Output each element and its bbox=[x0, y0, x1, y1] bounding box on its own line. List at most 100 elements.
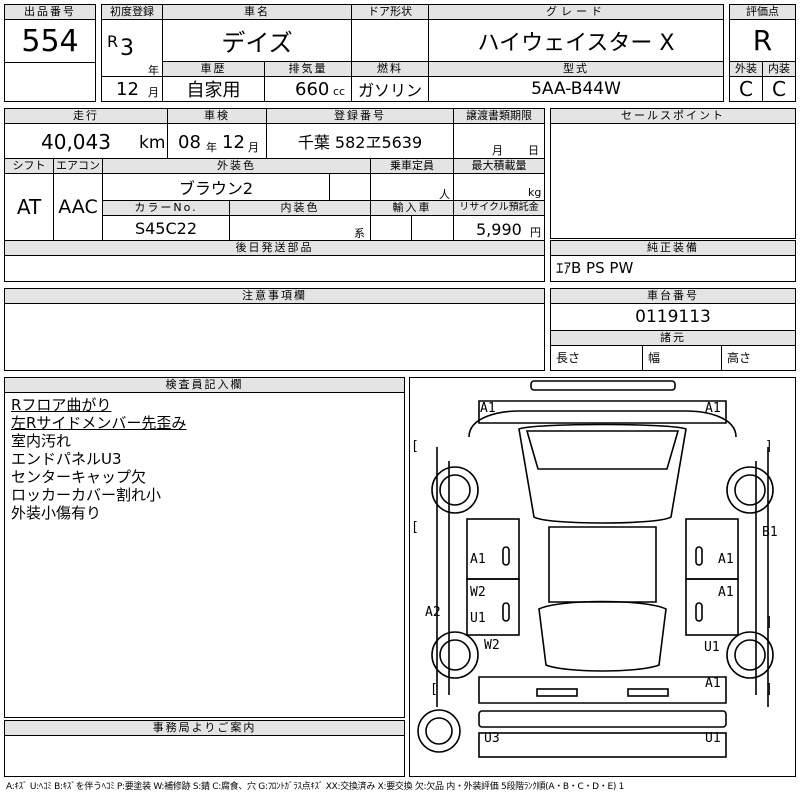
lot-blank bbox=[4, 62, 96, 102]
cabin-shape bbox=[518, 423, 687, 524]
door-label: ドア形状 bbox=[351, 4, 429, 20]
damage-mark: B1 bbox=[762, 525, 778, 540]
damage-legend: A:ｷｽﾞ U:ﾍｺﾐ B:ｷｽﾞを伴うﾍｺﾐ P:要塗装 W:補修跡 S:錆 … bbox=[6, 782, 625, 792]
fuel-value: ガソリン bbox=[351, 76, 429, 102]
damage-mark: A2 bbox=[425, 605, 441, 620]
transfer-cell: 月 日 bbox=[453, 123, 545, 159]
damage-mark: U3 bbox=[484, 731, 500, 746]
damage-mark: A1 bbox=[470, 552, 486, 567]
first-reg-year: 3 bbox=[120, 36, 134, 61]
inspector-remarks: Rフロア曲がり 左Rサイドメンバー先歪み 室内汚れ エンドパネルU3 センターキ… bbox=[4, 392, 405, 718]
score-label: 評価点 bbox=[729, 4, 796, 20]
spare-wheel bbox=[417, 709, 461, 753]
damage-mark: U1 bbox=[705, 731, 721, 746]
windshield-shape bbox=[525, 430, 680, 470]
rear-lamp-left bbox=[536, 688, 578, 697]
bracket-mark: ] bbox=[765, 682, 773, 697]
rear-window-shape bbox=[538, 600, 667, 672]
max-load-unit: kg bbox=[528, 186, 542, 199]
rear-lamp-right bbox=[627, 688, 669, 697]
plate-value: 千葉 582ヱ5639 bbox=[266, 123, 454, 159]
first-reg-year-unit: 年 bbox=[148, 64, 159, 77]
right-handle-rear bbox=[695, 602, 703, 622]
inspection-year: 08 bbox=[178, 132, 201, 153]
first-reg-year-cell: R 3 年 bbox=[101, 19, 163, 77]
damage-mark: A1 bbox=[480, 401, 496, 416]
later-parts-label: 後日発送部品 bbox=[4, 240, 545, 256]
remark-line: Rフロア曲がり bbox=[11, 396, 112, 414]
damage-mark: A1 bbox=[718, 552, 734, 567]
dims-height: 高さ bbox=[721, 345, 796, 371]
shift-value: AT bbox=[4, 173, 54, 241]
fuel-label: 燃料 bbox=[351, 61, 429, 77]
front-bumper-shape bbox=[530, 380, 676, 391]
rear-right-door bbox=[685, 578, 739, 636]
sales-point-label: セールスポイント bbox=[550, 108, 796, 124]
int-grade-label: 内装 bbox=[762, 61, 796, 77]
bracket-mark: [ bbox=[411, 439, 419, 454]
wheel-front-left bbox=[431, 466, 479, 514]
door-value bbox=[351, 19, 429, 62]
right-handle bbox=[695, 546, 703, 566]
equipment-value: ｴｱB PS PW bbox=[550, 255, 796, 282]
mileage-label: 走行 bbox=[4, 108, 168, 124]
transfer-month-unit: 月 bbox=[492, 144, 503, 157]
aircon-value: AAC bbox=[53, 173, 103, 241]
int-color-cell: 系 bbox=[229, 215, 371, 241]
model-label: 型式 bbox=[428, 61, 724, 77]
spare-wheel-inner bbox=[425, 717, 453, 745]
inspector-label: 検査員記入欄 bbox=[4, 377, 405, 393]
body-side-lines bbox=[436, 447, 769, 707]
capacity-cell: 人 bbox=[370, 173, 454, 201]
lot-number: 554 bbox=[4, 19, 96, 63]
import-cell-a bbox=[370, 215, 412, 241]
bracket-mark: [ bbox=[430, 682, 438, 697]
office-area bbox=[4, 735, 405, 777]
body-inner-lines bbox=[448, 461, 757, 695]
mileage-unit: km bbox=[139, 133, 166, 153]
wheel-front-left-inner bbox=[439, 474, 471, 506]
transfer-label: 譲渡書類期限 bbox=[453, 108, 545, 124]
remark-line: エンドパネルU3 bbox=[11, 450, 122, 468]
hood-shape bbox=[478, 400, 727, 424]
wheel-rear-left bbox=[431, 631, 479, 679]
recycle-label: リサイクル預託金 bbox=[453, 200, 545, 216]
int-color-label: 内装色 bbox=[229, 200, 371, 216]
first-reg-month: 12 bbox=[116, 79, 139, 100]
inspection-month: 12 bbox=[222, 132, 245, 153]
inspection-label: 車検 bbox=[167, 108, 267, 124]
damage-mark: U1 bbox=[470, 611, 486, 626]
damage-mark: A1 bbox=[718, 585, 734, 600]
front-outline bbox=[468, 410, 737, 438]
rear-gate-shape bbox=[478, 676, 727, 704]
rear-bumper-shape bbox=[478, 710, 727, 728]
import-cell-b bbox=[411, 215, 454, 241]
history-value: 自家用 bbox=[162, 76, 265, 102]
capacity-label: 乗車定員 bbox=[370, 158, 454, 174]
inspection-cell: 08 年 12 月 bbox=[167, 123, 267, 159]
remark-line: 室内汚れ bbox=[11, 432, 72, 450]
max-load-cell: kg bbox=[453, 173, 545, 201]
lot-label: 出品番号 bbox=[4, 4, 96, 20]
color-no-value: S45C22 bbox=[102, 215, 230, 241]
damage-mark: U1 bbox=[704, 640, 720, 655]
ext-grade-label: 外装 bbox=[729, 61, 763, 77]
displacement-value: 660 bbox=[295, 79, 330, 100]
dims-label: 諸元 bbox=[550, 330, 796, 346]
grade-label: グレード bbox=[428, 4, 724, 20]
damage-mark: A1 bbox=[705, 676, 721, 691]
shift-label: シフト bbox=[4, 158, 54, 174]
recycle-cell: 5,990 円 bbox=[453, 215, 545, 241]
mileage-cell: 40,043 km bbox=[4, 123, 168, 159]
bracket-mark: ] bbox=[765, 439, 773, 454]
rear-left-door bbox=[466, 578, 520, 636]
damage-mark: W2 bbox=[470, 585, 486, 600]
first-reg-month-cell: 12 月 bbox=[101, 76, 163, 102]
inspection-year-unit: 年 bbox=[206, 141, 217, 154]
car-name-label: 車名 bbox=[162, 4, 352, 20]
wheel-front-right bbox=[726, 466, 774, 514]
rear-end-panel bbox=[478, 732, 727, 758]
remark-line: 左Rサイドメンバー先歪み bbox=[11, 414, 187, 432]
front-left-door bbox=[466, 518, 520, 580]
chassis-label: 車台番号 bbox=[550, 288, 796, 304]
